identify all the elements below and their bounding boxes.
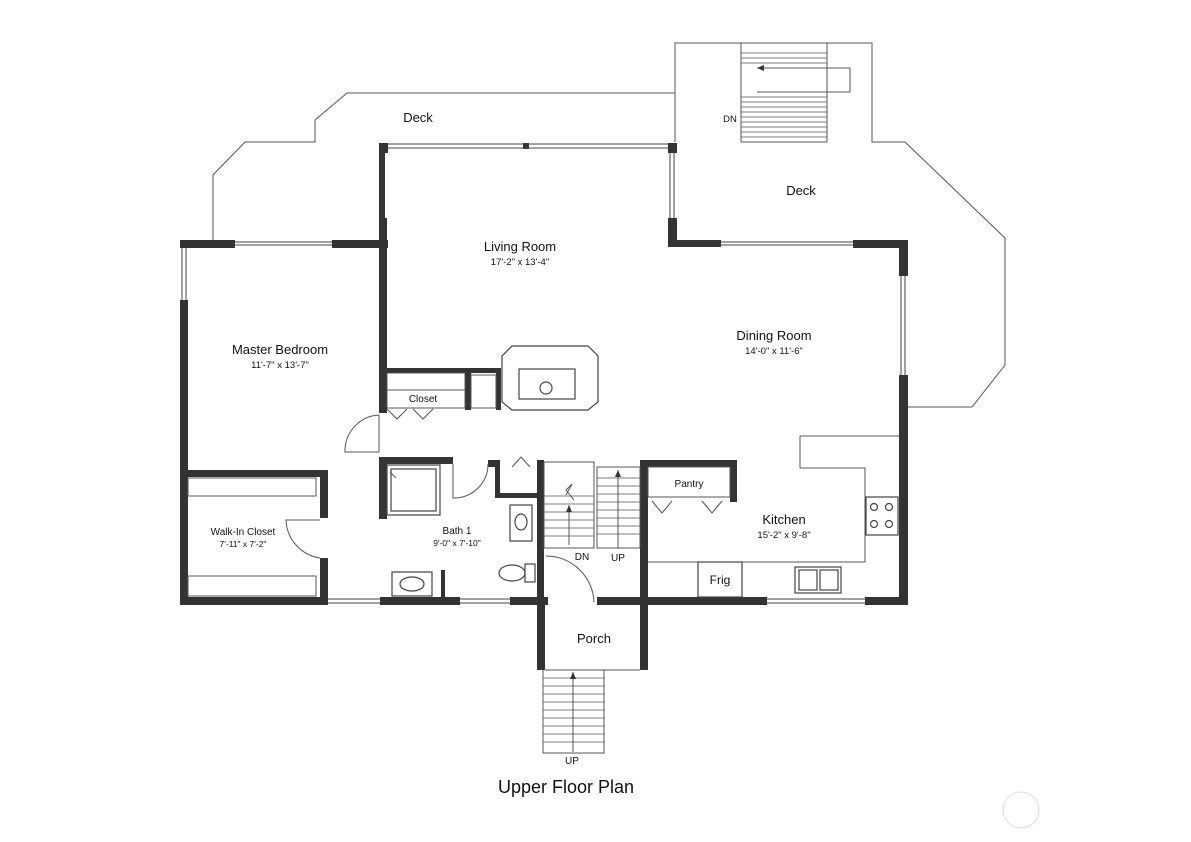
- pantry-label: Pantry: [675, 479, 704, 490]
- inner-stairs-up-label: UP: [611, 553, 625, 564]
- plan-title: Upper Floor Plan: [498, 777, 634, 797]
- deck-stairs-dn-label: DN: [723, 114, 737, 125]
- master-bedroom-label: Master Bedroom: [232, 342, 328, 357]
- windows: [181, 143, 906, 604]
- dining-room-label: Dining Room: [736, 328, 811, 343]
- deck-outline: [212, 42, 1006, 408]
- inner-stairs: [543, 461, 641, 603]
- bath-fixtures: [386, 456, 536, 597]
- walkin-closet-label: Walk-In Closet: [211, 527, 276, 538]
- walls: [180, 143, 908, 670]
- frig-label: Frig: [710, 573, 731, 587]
- living-room-label: Living Room: [484, 239, 556, 254]
- porch-label: Porch: [577, 631, 611, 646]
- fireplace: [501, 345, 599, 411]
- watermark-mark: [1002, 791, 1040, 829]
- kitchen-fixtures: [647, 435, 899, 598]
- closet-label: Closet: [409, 394, 438, 405]
- bath-label: Bath 1: [443, 526, 472, 537]
- kitchen-label: Kitchen: [762, 512, 805, 527]
- deck-west-label: Deck: [403, 110, 433, 125]
- master-bedroom-dims: 11'-7" x 13'-7": [251, 360, 309, 371]
- bath-dims: 9'-0" x 7'-10": [433, 538, 481, 548]
- walkin-closet-dims: 7'-11" x 7'-2": [220, 539, 267, 549]
- porch-stairs-up-label: UP: [565, 756, 579, 767]
- deck-stairs: [740, 42, 851, 143]
- bedroom-door: [344, 414, 380, 453]
- closet: [386, 372, 497, 420]
- deck-east-label: Deck: [786, 183, 816, 198]
- dining-room-dims: 14'-0" x 11'-6": [745, 346, 803, 357]
- porch-stairs: [542, 669, 640, 754]
- inner-stairs-dn-label: DN: [575, 552, 589, 563]
- living-room-dims: 17'-2" x 13'-4": [491, 257, 549, 268]
- walkin-shelves: [187, 477, 321, 597]
- kitchen-dims: 15'-2" x 9'-8": [757, 530, 810, 541]
